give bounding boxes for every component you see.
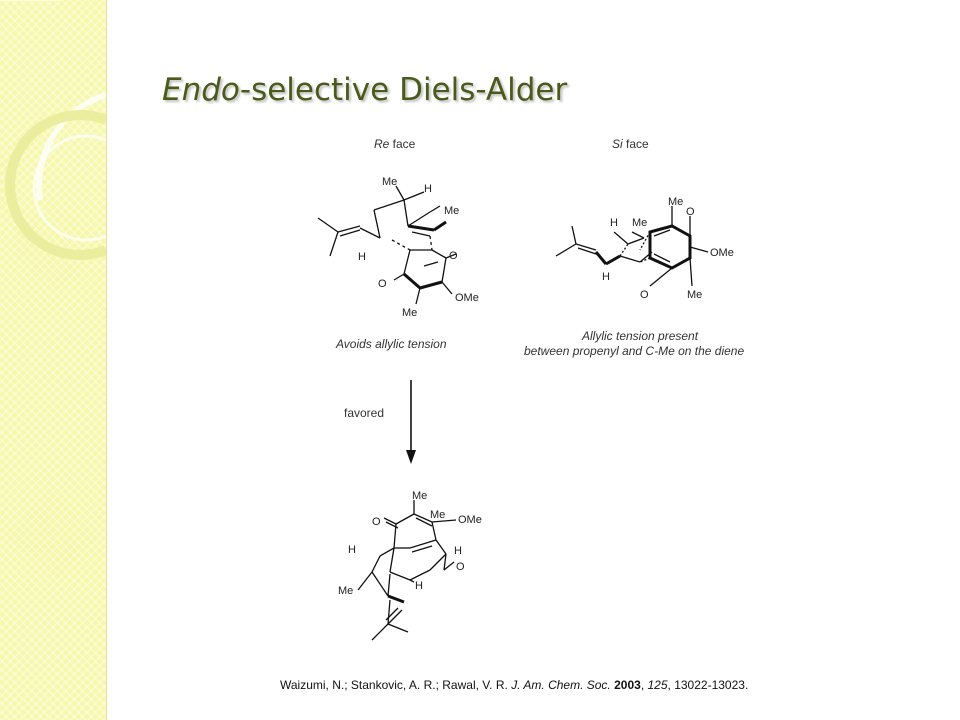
si-face-caption-line2: between propenyl and C-Me on the diene — [524, 344, 744, 358]
citation-pages: 13022-13023. — [674, 678, 749, 692]
re-face-header: Re face — [374, 137, 416, 151]
si-label-h-top: H — [610, 217, 618, 229]
si-face-caption-line1: Allylic tension present — [581, 329, 699, 343]
arrow-label: favored — [344, 406, 384, 420]
re-label-me-right: Me — [444, 205, 459, 217]
si-label-o-top: O — [686, 206, 695, 218]
product-label-h-left: H — [348, 544, 356, 556]
si-face-header-rest: face — [623, 137, 649, 151]
product-label-ome: OMe — [458, 514, 482, 526]
re-face-structure — [317, 185, 457, 305]
si-label-ome: OMe — [710, 247, 734, 259]
re-label-h-top: H — [424, 183, 432, 195]
product-label-o-right: O — [456, 561, 465, 573]
citation-journal: J. Am. Chem. Soc. — [511, 678, 611, 692]
slide-title: Endo-selective Diels-Alder — [162, 72, 567, 108]
product-label-h-bottom: H — [415, 580, 423, 592]
si-label-h-bottom: H — [602, 271, 610, 283]
re-label-me-bottom: Me — [402, 307, 417, 319]
si-face-structure — [555, 206, 709, 287]
decorative-side-band — [0, 0, 107, 720]
product-label-o-left: O — [372, 516, 381, 528]
re-label-o-left: O — [378, 278, 387, 290]
si-face-header: Si face — [612, 137, 649, 151]
product-label-h-right: H — [454, 545, 462, 557]
reaction-arrow-icon — [406, 380, 416, 464]
re-face-header-italic: Re — [374, 137, 390, 151]
product-label-me-left: Me — [338, 585, 353, 597]
re-label-me-top: Me — [382, 176, 397, 188]
si-label-me-bottom: Me — [687, 289, 702, 301]
re-face-header-rest: face — [389, 137, 415, 151]
title-rest: -selective Diels-Alder — [239, 72, 568, 108]
product-structure — [357, 500, 457, 641]
si-label-me-top: Me — [668, 196, 683, 208]
re-label-h-left: H — [358, 251, 366, 263]
title-italic: Endo — [162, 72, 240, 108]
si-face-header-italic: Si — [612, 137, 623, 151]
decorative-rings-icon — [0, 0, 106, 260]
si-label-o-bottom: O — [640, 289, 649, 301]
si-label-me-mid: Me — [632, 217, 647, 229]
citation-authors: Waizumi, N.; Stankovic, A. R.; Rawal, V.… — [280, 678, 512, 692]
citation-volume: 125 — [647, 678, 668, 692]
re-label-o-right: O — [449, 250, 458, 262]
re-label-ome: OMe — [455, 292, 479, 304]
citation: Waizumi, N.; Stankovic, A. R.; Rawal, V.… — [280, 678, 749, 692]
re-face-caption: Avoids allylic tension — [335, 337, 447, 351]
citation-year: 2003 — [614, 678, 641, 692]
product-label-me-mid: Me — [430, 509, 445, 521]
product-label-me-top: Me — [412, 490, 427, 502]
